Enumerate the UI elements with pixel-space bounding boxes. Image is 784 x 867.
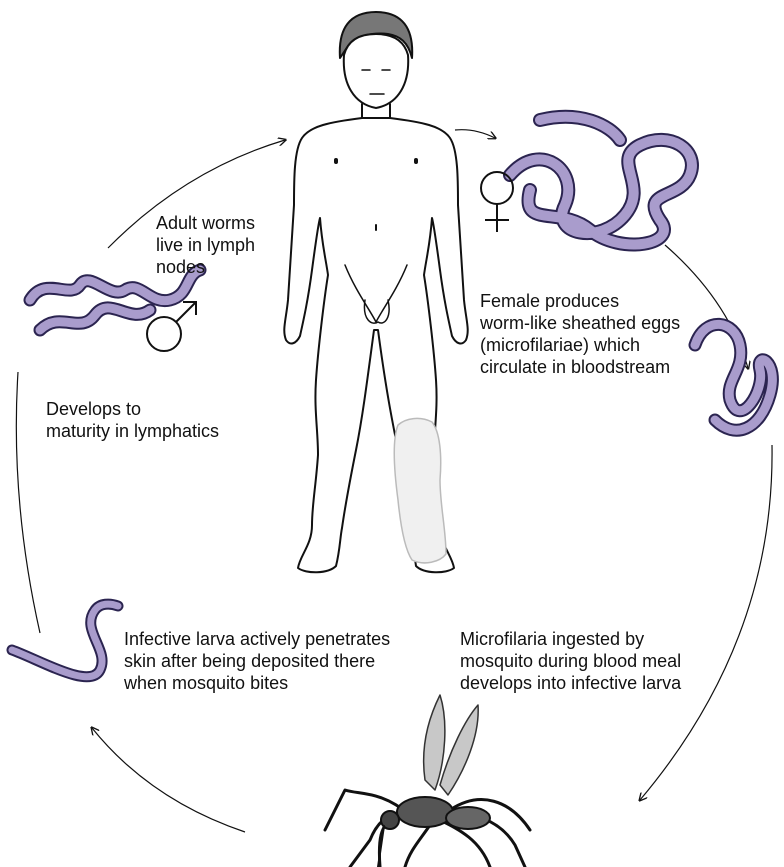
human-figure-icon [284, 12, 467, 572]
label-adult-worms: Adult worms live in lymph nodes [156, 212, 255, 278]
arrow-microfilaria-to-mosquito [640, 445, 772, 800]
label-infective-larva: Infective larva actively penetrates skin… [124, 628, 390, 694]
arrow-human-to-female [455, 130, 495, 138]
label-microfilaria-ingested: Microfilaria ingested by mosquito during… [460, 628, 681, 694]
infective-larva-icon [12, 604, 118, 677]
mosquito-icon [325, 695, 530, 867]
adult-female-worm-icon [510, 117, 692, 245]
arrow-larva-to-develops [16, 372, 40, 633]
label-develops: Develops to maturity in lymphatics [46, 398, 219, 442]
label-female-produces: Female produces worm-like sheathed eggs … [480, 290, 680, 378]
swollen-leg [394, 418, 446, 562]
head [344, 34, 408, 108]
microfilaria-worm-icon [695, 324, 772, 430]
arrow-mosquito-to-larva [92, 728, 245, 832]
